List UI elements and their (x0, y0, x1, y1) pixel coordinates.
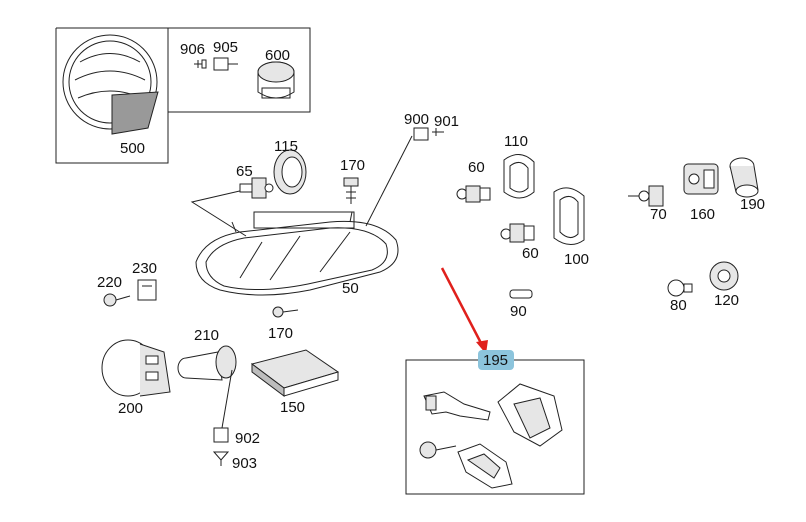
label-150[interactable]: 150 (280, 399, 305, 416)
part-900-connector[interactable] (413, 127, 429, 141)
label-210[interactable]: 210 (194, 327, 219, 344)
label-115[interactable]: 115 (274, 138, 298, 155)
part-90-small-bulb[interactable] (509, 289, 533, 299)
label-905[interactable]: 905 (213, 39, 238, 56)
leader-65 (190, 189, 247, 237)
part-160-socket-block[interactable] (683, 163, 719, 195)
part-115-seal-ring[interactable] (273, 149, 307, 195)
part-906-connector[interactable] (194, 59, 207, 69)
label-70[interactable]: 70 (650, 206, 667, 223)
part-230-clip[interactable] (137, 279, 157, 301)
label-220[interactable]: 220 (97, 274, 122, 291)
leader-900 (365, 135, 413, 227)
label-901[interactable]: 901 (434, 113, 459, 130)
part-901-pin[interactable] (432, 128, 444, 136)
part-150-control-unit[interactable] (250, 349, 340, 397)
label-900[interactable]: 900 (404, 111, 429, 128)
label-170-top[interactable]: 170 (340, 157, 365, 174)
part-220-screw[interactable] (103, 293, 131, 307)
part-195-bracket-set[interactable] (419, 383, 563, 489)
label-190[interactable]: 190 (740, 196, 765, 213)
part-70-bulb[interactable] (628, 185, 664, 207)
label-195[interactable]: 195 (483, 352, 508, 369)
label-200[interactable]: 200 (118, 400, 143, 417)
part-110-retaining-clip[interactable] (503, 154, 535, 199)
inset-box-top-left (55, 27, 311, 164)
label-500[interactable]: 500 (120, 140, 145, 157)
label-120[interactable]: 120 (714, 292, 739, 309)
part-195-highlight[interactable] (478, 350, 514, 370)
label-90[interactable]: 90 (510, 303, 527, 320)
part-60-bulb-lower[interactable] (500, 223, 535, 243)
part-600-cap[interactable] (257, 61, 295, 99)
part-190-gear-cylinder[interactable] (729, 157, 759, 198)
part-80-bulb[interactable] (667, 279, 693, 297)
label-50[interactable]: 50 (342, 280, 359, 297)
part-902-connector[interactable] (213, 427, 229, 443)
part-120-lamp-socket[interactable] (709, 261, 739, 291)
label-600[interactable]: 600 (265, 47, 290, 64)
part-100-retaining-clip[interactable] (553, 187, 585, 245)
leader-902 (221, 369, 233, 429)
part-60-bulb-upper[interactable] (456, 185, 491, 203)
part-200-fog-lamp[interactable] (101, 339, 171, 397)
label-160[interactable]: 160 (690, 206, 715, 223)
label-110[interactable]: 110 (504, 133, 528, 150)
part-500-headlight-lens[interactable] (62, 34, 159, 135)
label-65[interactable]: 65 (236, 163, 253, 180)
part-50-headlight-housing[interactable] (195, 211, 399, 296)
label-902[interactable]: 902 (235, 430, 260, 447)
part-210-fog-bulb[interactable] (177, 345, 237, 381)
label-170-lower[interactable]: 170 (268, 325, 293, 342)
label-60-lower[interactable]: 60 (522, 245, 539, 262)
label-906[interactable]: 906 (180, 41, 205, 58)
label-903[interactable]: 903 (232, 455, 257, 472)
label-80[interactable]: 80 (670, 297, 687, 314)
part-903-terminal[interactable] (212, 451, 230, 466)
part-170-screw-lower[interactable] (272, 306, 299, 318)
label-230[interactable]: 230 (132, 260, 157, 277)
part-170-screw-top[interactable] (343, 177, 359, 204)
label-60-upper[interactable]: 60 (468, 159, 485, 176)
part-65-bulb[interactable] (239, 177, 274, 199)
highlight-arrow (440, 267, 488, 354)
part-905-socket[interactable] (213, 57, 238, 71)
label-100[interactable]: 100 (564, 251, 589, 268)
